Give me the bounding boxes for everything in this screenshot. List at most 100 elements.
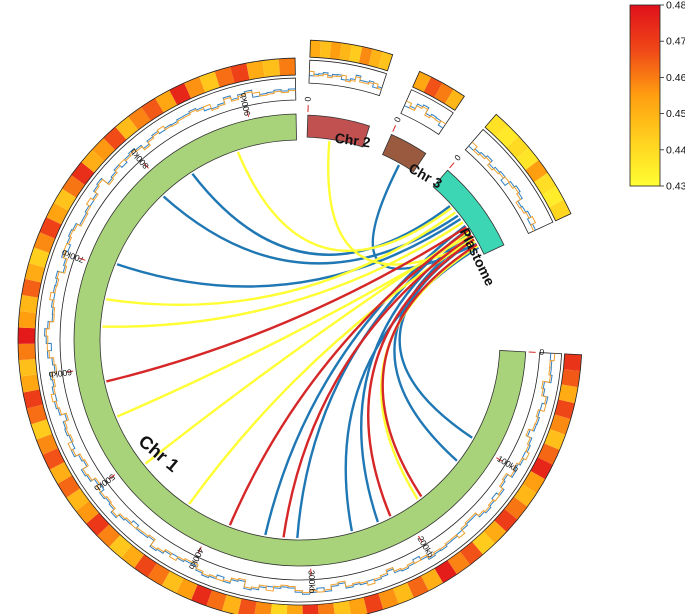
chr1-tick-label: 300kb	[307, 570, 318, 594]
gc-heatmap-cell	[423, 76, 443, 98]
gc-heatmap-cell	[349, 44, 363, 64]
chr1-heatmap-frame	[17, 57, 583, 614]
plastome-tick-label: 0	[452, 152, 463, 162]
gc-heatmap-cell	[169, 82, 192, 106]
chr1-tick-mark	[246, 109, 250, 117]
gc-heatmap-cell	[447, 551, 471, 575]
gc-heatmap-cell	[525, 160, 548, 183]
synteny-links	[102, 141, 480, 539]
chr3-label: Chr 3	[406, 160, 445, 192]
plastome-gc-line-orange	[471, 141, 537, 232]
gc-heatmap-cell	[363, 593, 384, 614]
gc-heatmap-cell	[66, 488, 90, 512]
gc-heatmap-cell	[522, 470, 546, 494]
gc-heatmap-cell	[358, 46, 373, 66]
gc-heatmap-cell	[33, 232, 56, 253]
synteny-link	[393, 235, 473, 462]
chr1-tick-label: 100kb	[495, 453, 520, 474]
chr1-tick-mark	[66, 370, 74, 373]
gc-heatmap-cell	[19, 294, 39, 313]
gc-heatmap-cell	[221, 594, 242, 614]
gc-heatmap-cell	[20, 374, 40, 393]
gc-heatmap-cell	[155, 90, 178, 113]
gc-heatmap-cell	[191, 584, 212, 606]
chr1-tick-label: 800kb	[128, 147, 151, 171]
gc-heatmap-track	[17, 39, 583, 614]
colorbar-tick-label: 0.48	[666, 0, 685, 12]
colorbar-tick-label: 0.44	[666, 144, 685, 156]
gc-heatmap-cell	[141, 98, 164, 121]
chr1-tick-mark	[197, 546, 202, 554]
colorbar-tick-label: 0.45	[666, 108, 685, 120]
chr3-gc-line-orange	[406, 100, 446, 125]
synteny-link	[116, 218, 462, 288]
gc-heatmap-cell	[49, 461, 73, 484]
gc-heatmap-cell	[254, 601, 272, 614]
gc-heatmap-cell	[270, 603, 288, 614]
gc-heatmap-cell	[24, 262, 46, 283]
gc-heatmap-cell	[18, 343, 36, 361]
gc-heatmap-cell	[18, 358, 38, 377]
chr1-tick-label: 400kb	[187, 546, 206, 571]
chr1-tick-mark	[417, 535, 423, 543]
chr1-line-track-frame	[37, 77, 563, 603]
gc-heatmap-cell	[176, 578, 198, 601]
gc-heatmap-cell	[549, 414, 571, 435]
gc-heatmap-cell	[62, 175, 86, 198]
gc-heatmap-cell	[199, 71, 220, 93]
synteny-link	[191, 173, 451, 256]
gc-heatmap-cell	[147, 563, 171, 586]
gc-heatmap-cell	[42, 447, 65, 470]
chr1-tick-mark	[78, 257, 86, 261]
gc-heatmap-cell	[286, 604, 303, 614]
gc-heatmap-cell	[378, 588, 399, 610]
chr1-tick-label: 900kb	[237, 92, 252, 117]
gc-heatmap-cell	[558, 384, 579, 404]
colorbar-tick-label: 0.46	[666, 72, 685, 84]
gc-heatmap-cell	[348, 597, 368, 614]
chr1-gc-line-orange	[45, 89, 556, 594]
plastome-gc-line-blue	[468, 145, 536, 231]
gc-heatmap-cell	[28, 247, 50, 268]
gc-heatmap-cell	[184, 76, 206, 99]
plastome-ideogram	[432, 169, 505, 255]
chr1-tick-label: 600kb	[48, 367, 73, 380]
synteny-link	[236, 151, 453, 253]
gc-heatmap-cell	[392, 582, 414, 605]
gc-heatmap-cell	[434, 560, 457, 584]
gc-heatmap-cell	[134, 554, 157, 578]
synteny-link	[327, 141, 476, 266]
chr3-tick-mark	[392, 125, 397, 132]
gc-heatmap-cell	[46, 202, 69, 225]
gc-heatmap-cell	[309, 40, 321, 58]
gc-heatmap-cell	[329, 41, 342, 60]
gc-heatmap-cell	[30, 419, 53, 440]
gc-heatmap-cell	[128, 106, 151, 130]
synteny-link	[106, 226, 468, 383]
gc-heatmap-cell	[17, 327, 36, 344]
gc-heatmap-cell	[561, 369, 581, 388]
synteny-link	[296, 228, 469, 539]
gc-heatmap-cell	[214, 66, 235, 88]
synteny-link	[367, 238, 475, 517]
gc-line-track	[37, 59, 563, 603]
chr1-tick-mark	[496, 457, 503, 462]
chr3-line-track-frame	[400, 89, 454, 135]
chr2-line-track-frame	[308, 59, 388, 97]
gc-heatmap-cell	[230, 63, 250, 84]
chr1-tick-label: 700kb	[60, 248, 85, 266]
gc-heatmap-cell	[339, 42, 353, 62]
gc-heatmap-cell	[544, 429, 566, 450]
gc-heatmap-cell	[39, 217, 62, 239]
chromosome-ideograms	[73, 113, 527, 567]
plastome-line-track-frame	[464, 128, 554, 235]
gc-heatmap-cell	[161, 570, 184, 594]
plastome-heatmap-frame	[484, 113, 572, 222]
gc-heatmap-cell	[246, 60, 265, 80]
gc-heatmap-cell	[537, 443, 560, 465]
colorbar: 0.480.470.460.450.440.43	[629, 0, 685, 193]
colorbar-tick-label: 0.47	[666, 36, 685, 48]
colorbar-gradient	[629, 4, 661, 187]
gc-heatmap-cell	[317, 602, 335, 614]
